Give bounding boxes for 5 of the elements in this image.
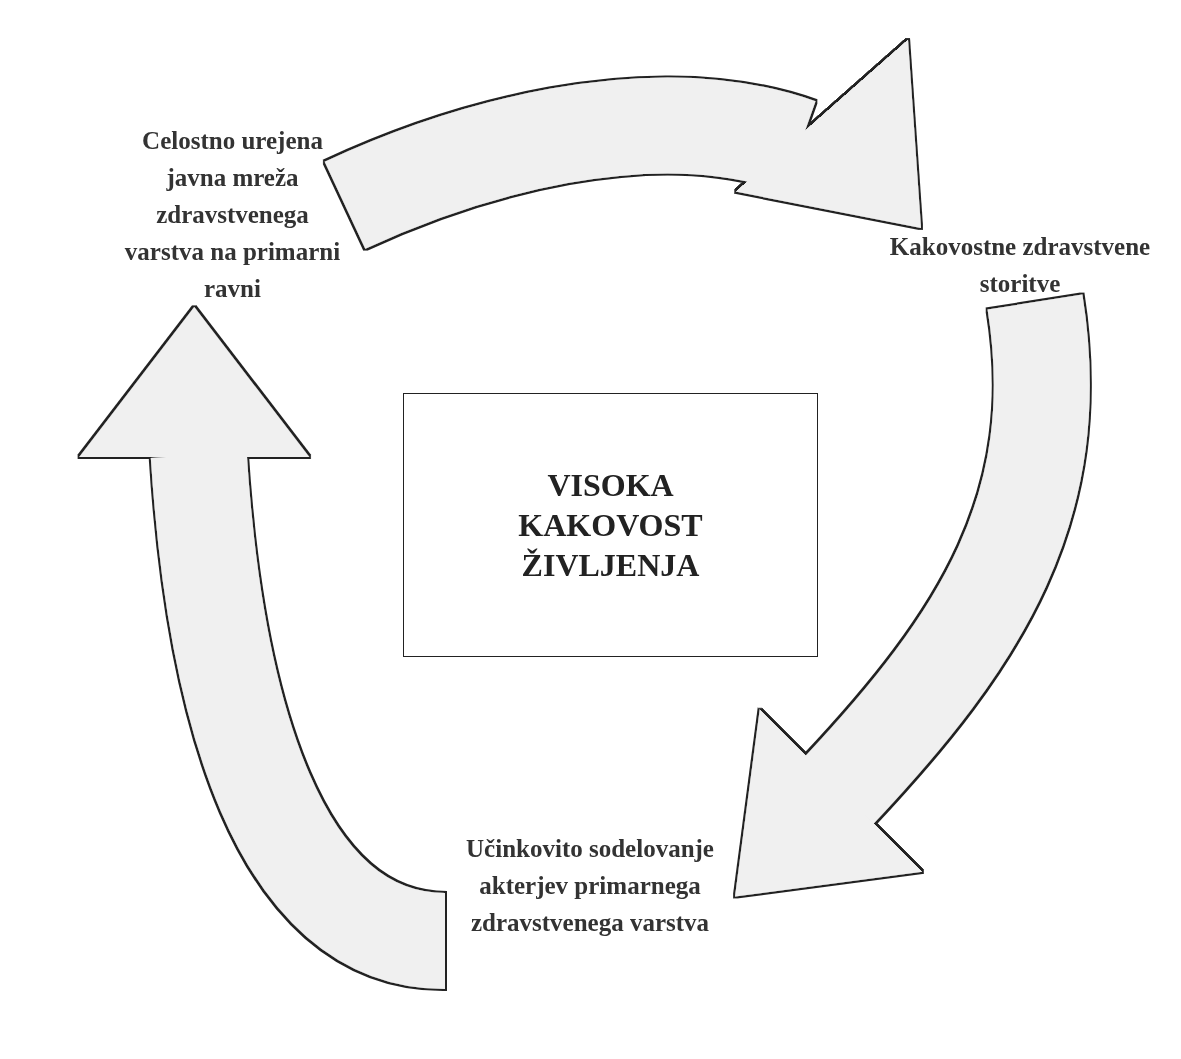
cycle-step-label: Celostno urejena javna mreža zdravstvenega varstva na primarni ravni xyxy=(120,122,345,307)
cycle-step-label: Učinkovito sodelovanje akterjev primarnega zdravstvenega varstva xyxy=(445,830,735,978)
cycle-step-label: Kakovostne zdravstvene storitve xyxy=(870,228,1170,302)
center-box xyxy=(403,393,818,657)
box-title: VISOKA KAKOVOST ŽIVLJENJA xyxy=(517,466,704,585)
